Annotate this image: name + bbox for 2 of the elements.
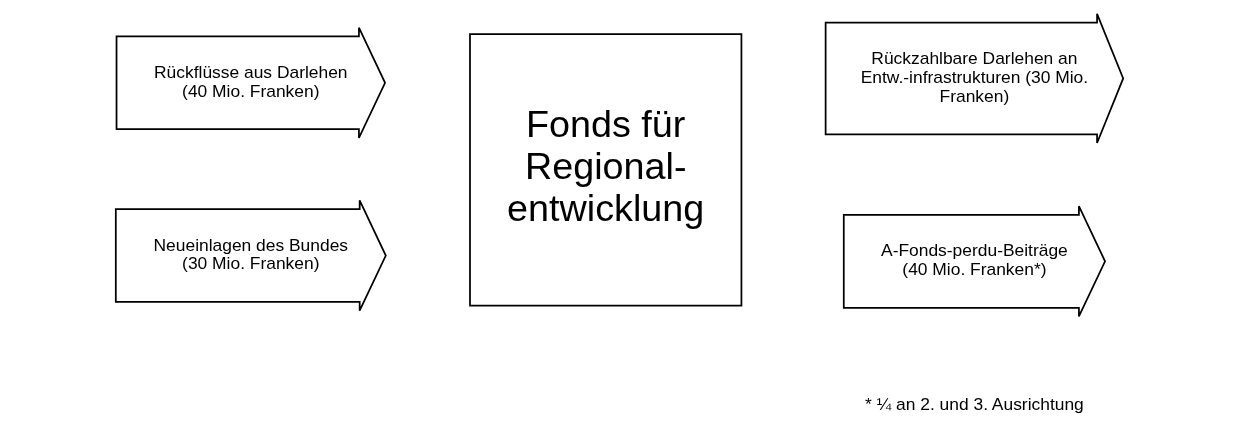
label: * ¼ an 2. und 3. Ausrichtung <box>865 393 1084 414</box>
node-box: Fonds für Regional-entwicklung <box>469 33 743 307</box>
